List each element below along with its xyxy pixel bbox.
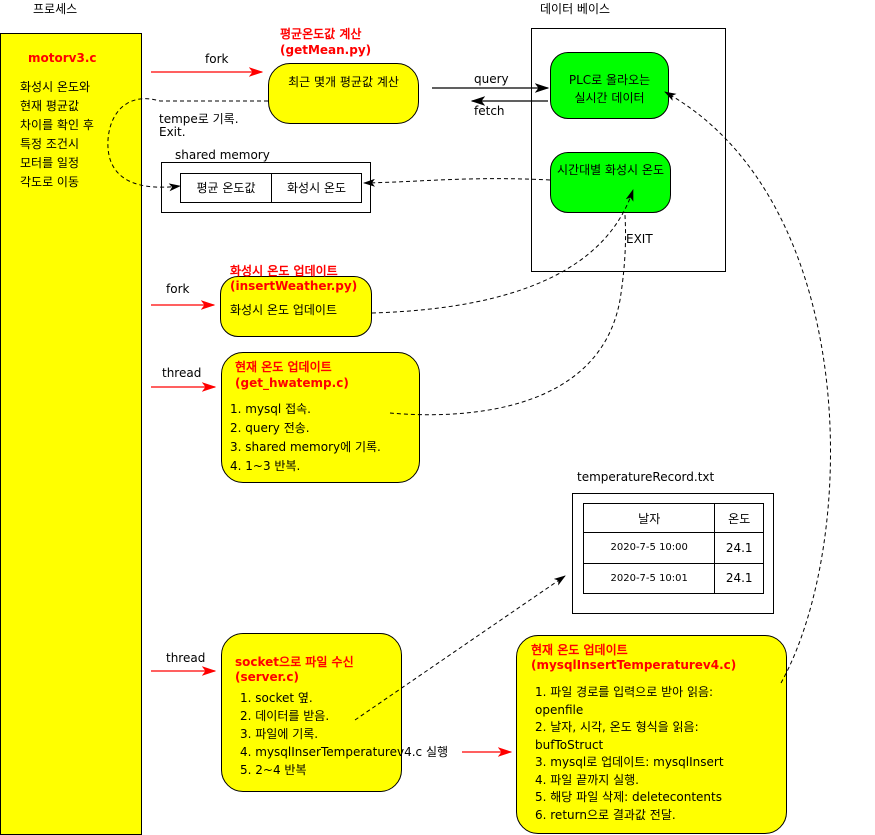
motor-line: 특정 조건시: [20, 137, 80, 151]
step: 3. 파일에 기록.: [240, 727, 319, 741]
exit-arrow-label: EXIT: [626, 232, 653, 246]
database-label: 데이터 베이스: [540, 2, 611, 16]
exit-label: Exit.: [159, 125, 186, 139]
step: 2. 데이터를 받음.: [240, 709, 330, 723]
header-date: 날자: [582, 503, 716, 533]
server-to-file-arrow: [354, 575, 566, 721]
step: 3. mysql로 업데이트: mysqlInsert: [535, 755, 724, 769]
hourly-to-shm-arrow: [363, 178, 551, 187]
mysql-box: [516, 635, 787, 834]
plc-line: PLC로 올라오는: [568, 73, 651, 87]
shm-hwaseong-label: 화성시 온도: [286, 181, 346, 195]
step: 2. 날자, 시각, 온도 형식을 읽음:: [535, 720, 699, 734]
cell-date: 2020-7-5 10:01: [582, 562, 716, 594]
tempe-label: tempe로 기록.: [159, 112, 239, 126]
thread-label: thread: [162, 366, 202, 380]
thread-label: thread: [166, 651, 206, 665]
mysql-to-plc-arrow: [664, 91, 831, 684]
step: 3. shared memory에 기록.: [230, 440, 381, 454]
step: 2. query 전송.: [230, 421, 310, 435]
cell-temp: 24.1: [714, 562, 764, 594]
hwatemp-dashed-arrow: [389, 214, 627, 416]
motor-line: 화성시 온도와: [20, 80, 91, 94]
step: 5. 2~4 반복: [240, 763, 307, 777]
step: bufToStruct: [535, 737, 604, 752]
getmean-file: (getMean.py): [280, 43, 372, 57]
cell-temp: 24.1: [714, 532, 764, 564]
server-box: [221, 633, 402, 792]
getmean-box: 최근 몇개 평균값 계산: [268, 63, 419, 124]
shm-hwaseong-cell: 화성시 온도: [271, 173, 362, 203]
query-label: query: [474, 72, 509, 86]
record-file-box: [572, 493, 774, 614]
motor-line: 현재 평균값: [20, 99, 80, 113]
step: 1. 파일 경로를 입력으로 받아 읽음:: [535, 685, 714, 699]
weather-file: (insertWeather.py): [230, 279, 358, 293]
motor-line: 모터를 일정: [20, 156, 80, 170]
cell-date: 2020-7-5 10:00: [582, 532, 716, 564]
mysql-title: 현재 온도 업데이트: [531, 643, 628, 657]
fetch-label: fetch: [474, 104, 505, 118]
step: 4. mysqlInserTemperaturev4.c 실행: [240, 745, 449, 759]
step: 1. socket 옆.: [240, 691, 313, 705]
server-file: (server.c): [235, 670, 300, 684]
shm-mean-label: 평균 온도값: [196, 181, 256, 195]
mysql-steps: 1. 파일 경로를 입력으로 받아 읽음: openfile 2. 날자, 시각, …: [535, 684, 724, 824]
step: 6. return으로 결과값 전달.: [535, 807, 676, 822]
step: 1. mysql 접속.: [230, 402, 311, 416]
record-file-label: temperatureRecord.txt: [577, 470, 715, 484]
fork-label: fork: [205, 52, 229, 66]
weather-dashed-arrow: [371, 189, 634, 314]
hwatemp-steps: 1. mysql 접속. 2. query 전송. 3. shared memory…: [230, 400, 381, 476]
step: 4. 파일 끝까지 실행.: [535, 772, 639, 787]
getmean-body: 최근 몇개 평균값 계산: [288, 75, 399, 89]
hourly-temp-label: 시간대별 화성시 온도: [557, 163, 664, 177]
header-temp: 온도: [714, 503, 764, 533]
step: openfile: [535, 702, 584, 717]
hwatemp-box: [221, 352, 420, 483]
getmean-title: 평균온도값 계산: [280, 27, 362, 41]
database-container: [531, 28, 726, 272]
process-label: 프로세스: [33, 2, 78, 16]
hwatemp-title: 현재 온도 업데이트: [235, 360, 332, 374]
mysql-file: (mysqlInsertTemperaturev4.c): [531, 658, 737, 672]
motor-line: 차이를 확인 후: [20, 118, 94, 132]
insertweather-box: [220, 276, 372, 337]
step: 4. 1~3 반복.: [230, 459, 301, 473]
hourly-temp-box: 시간대별 화성시 온도: [550, 152, 671, 213]
fork-label: fork: [166, 282, 190, 296]
plc-line: 실시간 데이터: [574, 91, 645, 105]
tempe-dashed-arrow: [107, 98, 268, 192]
shared-memory-label: shared memory: [175, 148, 270, 162]
motor-title: motorv3.c: [28, 51, 97, 65]
step: 5. 해당 파일 삭제: deletecontents: [535, 790, 722, 804]
hwatemp-file: (get_hwatemp.c): [235, 376, 349, 390]
motor-process-box: [0, 33, 142, 835]
motor-line: 각도로 이동: [20, 175, 80, 189]
weather-title: 화성시 온도 업데이트: [230, 264, 338, 278]
server-steps: 1. socket 옆. 2. 데이터를 받음. 3. 파일에 기록. 4. mysq…: [240, 689, 448, 779]
weather-body: 화성시 온도 업데이트: [230, 303, 337, 317]
server-title: socket으로 파일 수신: [235, 655, 354, 669]
